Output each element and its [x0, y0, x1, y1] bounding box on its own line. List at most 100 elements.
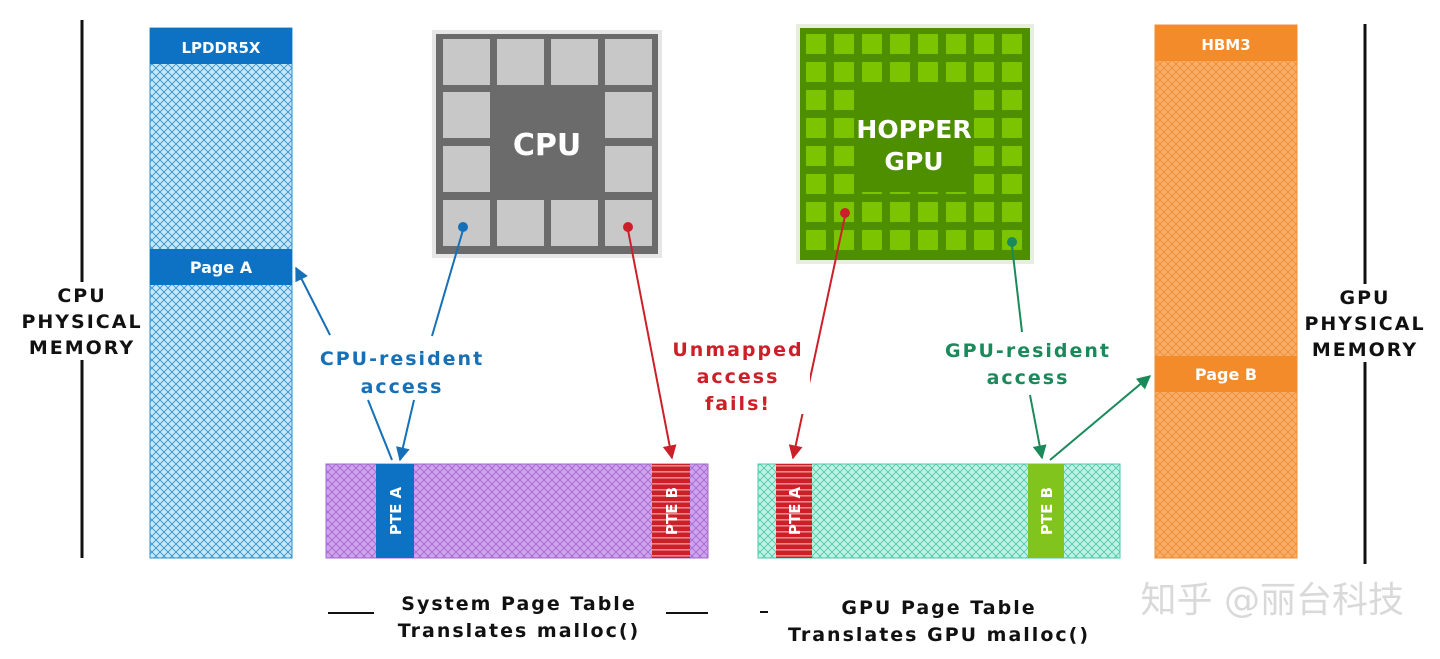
gpu-caption-line-2: Translates GPU malloc(): [788, 624, 1090, 646]
gpu-core-cell: [862, 34, 882, 54]
gpu-core-cell: [806, 174, 826, 194]
cpu-physical-memory-title: CPU PHYSICAL MEMORY: [20, 282, 144, 360]
cpu-resident-access-note: CPU-resident access: [320, 348, 484, 398]
pte-b-entry: [1028, 464, 1064, 558]
gpu-chip-label-line-1: HOPPER: [856, 115, 971, 144]
cpu-resident-arrows: [295, 222, 468, 462]
cpu-title-line-1: CPU: [57, 285, 106, 307]
gpu-core-cell: [806, 62, 826, 82]
gpu-core-cell: [1002, 118, 1022, 138]
page-a-block: [150, 249, 292, 285]
gpu-core-cell: [946, 202, 966, 222]
hbm3-label: HBM3: [1201, 36, 1250, 54]
gpu-core-cell: [974, 62, 994, 82]
gpu-core-cell: [834, 230, 854, 250]
lpddr5x-memory: LPDDR5X Page A: [149, 27, 293, 559]
gpu-page-table-caption: GPU Page Table Translates GPU malloc(): [760, 597, 1090, 646]
gpu-resident-arrows: [1007, 237, 1152, 461]
gpu-core-cell: [1002, 90, 1022, 110]
gpu-core-cell: [862, 230, 882, 250]
gpu-title-line-1: GPU: [1340, 287, 1391, 309]
gpu-access-line-1: GPU-resident: [945, 340, 1111, 362]
gpu-core-cell: [890, 62, 910, 82]
gpu-core-cell: [890, 34, 910, 54]
watermark-text: 知乎 @丽台科技: [1141, 580, 1404, 621]
gpu-chip-label-line-2: GPU: [884, 147, 943, 176]
pte-a-label: PTE A: [387, 486, 405, 535]
system-caption-line-1: System Page Table: [401, 593, 636, 615]
page-b-block: [1155, 356, 1297, 392]
gpu-core-cell: [806, 146, 826, 166]
gpu-core-cell: [834, 118, 854, 138]
gpu-core-cell: [1002, 34, 1022, 54]
fail-note-line-2: access: [697, 366, 780, 388]
fail-note-line-1: Unmapped: [672, 339, 803, 361]
gpu-core-cell: [1002, 174, 1022, 194]
hbm3-memory: HBM3 Page B: [1154, 24, 1298, 559]
gpu-core-cell: [974, 34, 994, 54]
gpu-core-cell: [918, 202, 938, 222]
gpu-access-line-2: access: [987, 367, 1070, 389]
pte-b-entry-unmapped: [652, 464, 690, 558]
gpu-core-cell: [834, 34, 854, 54]
gpu-core-cell: [974, 90, 994, 110]
gpu-core-cell: [946, 62, 966, 82]
gpu-core-cell: [1002, 146, 1022, 166]
system-page-table-caption: System Page Table Translates malloc(): [328, 593, 708, 642]
gpu-core-cell: [946, 230, 966, 250]
hbm3-header: [1155, 25, 1297, 61]
cpu-chip-label: CPU: [513, 128, 581, 163]
gpu-core-cell: [806, 34, 826, 54]
fail-note-line-3: fails!: [705, 393, 771, 415]
gpu-core-cell: [1002, 62, 1022, 82]
unmapped-access-arrows: [623, 208, 850, 460]
gpu-core-cell: [918, 34, 938, 54]
gpu-physical-memory-title: GPU PHYSICAL MEMORY: [1304, 284, 1428, 362]
gpu-core-cell: [890, 230, 910, 250]
pte-a-entry: [376, 464, 414, 558]
pte-a-entry-unmapped: [776, 464, 812, 558]
gpu-core-cell: [974, 146, 994, 166]
gpu-core-cell: [974, 230, 994, 250]
cpu-access-line-2: access: [361, 376, 444, 398]
gpu-core-cell: [974, 118, 994, 138]
page-b-label: Page B: [1195, 365, 1257, 384]
system-page-table: PTE A PTE B: [325, 463, 709, 559]
gpu-caption-line-1: GPU Page Table: [841, 597, 1036, 619]
gpu-core-cell: [834, 90, 854, 110]
gpu-core-cell: [834, 174, 854, 194]
gpu-core-cell: [806, 202, 826, 222]
gpu-core-cell: [890, 202, 910, 222]
gpu-core-cell: [834, 62, 854, 82]
gpu-core-cell: [1002, 202, 1022, 222]
gpu-resident-access-note: GPU-resident access: [945, 340, 1111, 389]
gpu-core-cell: [918, 62, 938, 82]
gpu-core-cell: [862, 62, 882, 82]
lpddr5x-header: [150, 28, 292, 64]
gpu-core-cell: [974, 202, 994, 222]
gpu-core-cell: [862, 202, 882, 222]
cpu-chip: CPU: [432, 30, 662, 258]
pte-a-unmapped-label: PTE A: [786, 486, 804, 535]
gpu-page-table: PTE A PTE B: [757, 463, 1121, 559]
lpddr5x-label: LPDDR5X: [181, 39, 260, 57]
pte-b-unmapped-label: PTE B: [663, 487, 681, 535]
gpu-core-cell: [974, 174, 994, 194]
gpu-core-cell: [806, 118, 826, 138]
page-a-label: Page A: [190, 258, 253, 277]
cpu-title-line-3: MEMORY: [29, 337, 135, 359]
gpu-title-line-2: PHYSICAL: [1304, 313, 1425, 335]
unmapped-access-note: Unmapped access fails!: [666, 338, 810, 415]
gpu-core-cell: [806, 90, 826, 110]
cpu-title-line-2: PHYSICAL: [21, 311, 142, 333]
gpu-core-cell: [806, 230, 826, 250]
pte-b-label: PTE B: [1038, 487, 1056, 535]
system-caption-line-2: Translates malloc(): [398, 620, 640, 642]
hopper-gpu-chip: HOPPER GPU: [796, 24, 1034, 264]
gpu-core-cell: [834, 146, 854, 166]
gpu-title-line-3: MEMORY: [1312, 339, 1418, 361]
cpu-access-line-1: CPU-resident: [320, 348, 484, 370]
gpu-core-cell: [946, 34, 966, 54]
gpu-core-cell: [918, 230, 938, 250]
